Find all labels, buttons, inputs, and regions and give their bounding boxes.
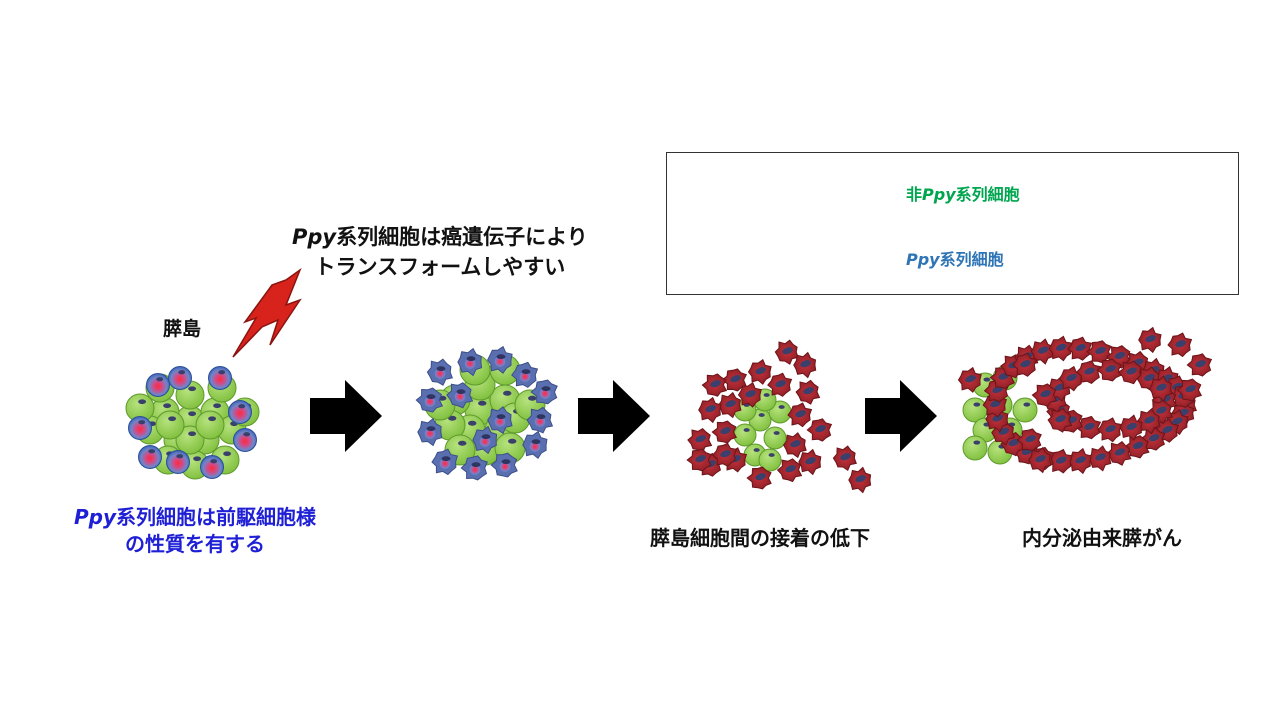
ppy-cell — [233, 428, 257, 452]
transformed-ppy-cell — [457, 347, 483, 377]
ppy-cell — [168, 366, 192, 390]
legend-box — [666, 152, 1239, 295]
tumor-cell — [774, 339, 799, 365]
tumor-cell — [701, 373, 728, 397]
ppy-cell — [128, 416, 152, 440]
tumor-cell — [1067, 336, 1093, 361]
legend-ppy-label: Ppy系列細胞 — [906, 250, 1004, 269]
tumor-cell — [1028, 446, 1052, 474]
lightning-icon — [232, 267, 302, 358]
transformed-ppy-cell — [415, 387, 444, 413]
transform-caption: Ppy系列細胞は癌遺伝子により トランスフォームしやすい — [292, 225, 588, 279]
tumor-cell — [1030, 338, 1054, 365]
tumor-cell — [687, 427, 713, 453]
non-ppy-cell — [175, 425, 205, 455]
tumor-cell — [1167, 332, 1193, 358]
tumor-cell — [806, 418, 833, 442]
tumor-cell — [711, 420, 738, 444]
tumor-cell — [787, 402, 813, 428]
tumor-cell — [795, 379, 821, 405]
tumor-cell — [1096, 358, 1122, 382]
tumor-cell — [737, 381, 762, 408]
tumor-cell — [718, 391, 742, 419]
legend-non-ppy-label: 非Ppy系列細胞 — [906, 185, 1020, 204]
transforming-cluster — [415, 345, 558, 481]
non-ppy-cell — [733, 423, 757, 447]
non-ppy-cell — [962, 435, 988, 461]
tumor-cell — [1048, 448, 1073, 474]
arrow-right-icon — [310, 380, 382, 452]
non-ppy-cell — [155, 410, 185, 440]
tumor-cell — [832, 445, 857, 471]
islet-label: 膵島 — [163, 318, 202, 340]
tumor-cell — [747, 358, 772, 385]
ppy-cell — [166, 450, 190, 474]
arrow-right-icon — [578, 380, 650, 452]
tumor-cell — [783, 432, 807, 459]
transformed-ppy-cell — [472, 425, 498, 455]
tumor-cell — [698, 396, 722, 424]
tumor-cell — [686, 448, 712, 472]
transformed-ppy-cell — [530, 379, 558, 405]
progenitor-caption: Ppy系列細胞は前駆細胞様 の性質を有する — [74, 505, 317, 556]
transformed-ppy-cell — [431, 448, 459, 476]
tumor-cell — [776, 458, 803, 483]
transformed-ppy-cell — [522, 430, 548, 460]
ppy-cell — [228, 400, 252, 424]
tumor-cell — [746, 466, 772, 490]
tumor-cell — [1047, 407, 1073, 433]
non-ppy-cell — [763, 426, 787, 450]
transformed-ppy-cell — [487, 345, 513, 374]
transformed-ppy-cell — [526, 406, 554, 434]
ppy-cell — [138, 445, 162, 469]
transformed-ppy-cell — [460, 455, 488, 481]
cancer-caption: 内分泌由来膵がん — [1022, 526, 1182, 550]
tumor-cell — [1176, 378, 1203, 402]
tumor-cell — [1186, 353, 1213, 377]
non-ppy-cell — [1012, 397, 1038, 423]
tumor-cell — [1097, 417, 1123, 443]
tumor-cell — [767, 372, 793, 397]
tumor-cell — [1012, 352, 1038, 377]
tumor-cell — [1088, 445, 1112, 472]
non-ppy-cell — [768, 400, 792, 424]
non-ppy-cell — [758, 448, 782, 472]
tumor-cell — [848, 466, 872, 494]
tumor-cell — [1016, 428, 1042, 452]
tumor-cell — [1075, 360, 1102, 384]
tumor-cell — [1106, 441, 1132, 466]
tumor-cell — [1048, 335, 1073, 362]
tumor-cell — [957, 366, 982, 393]
tumor-cell — [1149, 375, 1173, 402]
transformed-ppy-cell — [417, 417, 443, 447]
transformed-ppy-cell — [446, 382, 474, 409]
cancer-cluster — [957, 326, 1213, 475]
ppy-cell — [208, 366, 232, 390]
transformed-ppy-cell — [426, 358, 453, 386]
islet-cluster — [125, 366, 260, 480]
tumor-cell — [1068, 447, 1092, 475]
transformed-ppy-cell — [511, 361, 539, 388]
tumor-cell — [1086, 340, 1112, 364]
tumor-cell — [793, 351, 817, 379]
tumor-cell — [1124, 435, 1150, 459]
ppy-cell — [146, 373, 170, 397]
tumor-cell — [1117, 360, 1144, 385]
non-ppy-cell — [195, 410, 225, 440]
transformed-ppy-cell — [490, 452, 518, 478]
ppy-cell — [200, 455, 224, 479]
arrow-right-icon — [865, 380, 937, 452]
adhesion-caption: 膵島細胞間の接着の低下 — [650, 526, 870, 550]
dissociating-cluster — [686, 339, 872, 494]
tumor-cell — [1137, 408, 1161, 435]
tumor-cell — [1031, 383, 1058, 407]
tumor-cell — [711, 442, 738, 467]
tumor-cell — [798, 448, 822, 476]
transformed-ppy-cell — [487, 406, 513, 435]
tumor-cell — [1138, 326, 1162, 354]
